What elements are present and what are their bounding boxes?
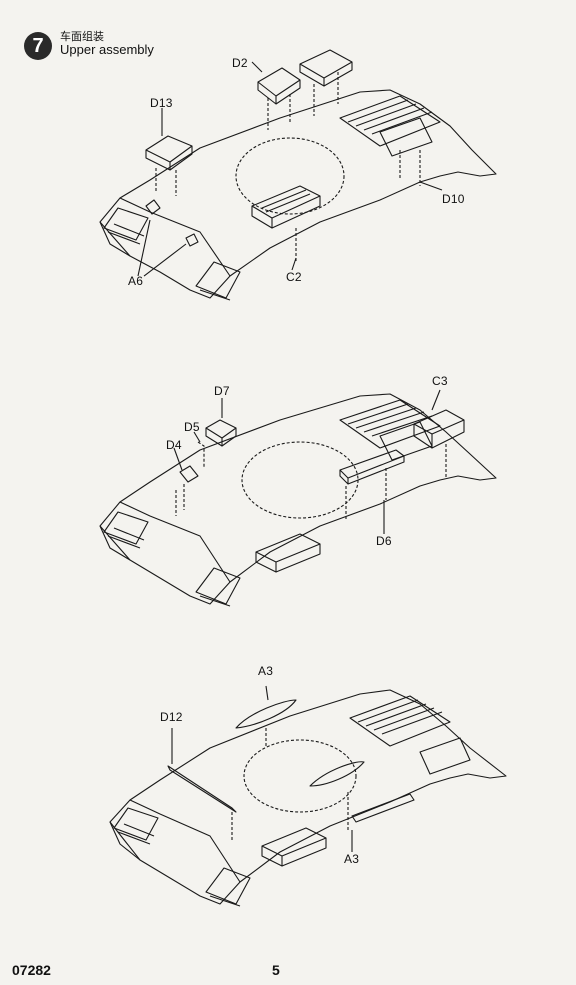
part-C2	[251, 185, 321, 262]
callout-d12: D12	[160, 710, 183, 724]
callout-a6: A6	[128, 274, 144, 288]
hull-storage-box-2	[255, 533, 321, 573]
step-title-english: Upper assembly	[60, 42, 154, 57]
part-D12	[167, 765, 237, 842]
page-number: 5	[272, 962, 280, 978]
hull-diagram-1	[99, 49, 497, 301]
callout-d4: D4	[166, 438, 182, 452]
part-A6	[145, 199, 199, 247]
part-D4	[175, 465, 199, 516]
part-D5	[197, 441, 205, 468]
callout-d7: D7	[214, 384, 230, 398]
step-title-chinese: 车面组装	[60, 31, 104, 43]
part-D13	[145, 135, 193, 196]
hull-front-slope-1	[99, 197, 231, 277]
turret-ring-2	[241, 441, 359, 519]
leader-C2	[291, 257, 297, 271]
engine-grille-3	[349, 695, 471, 775]
hull-outline-1	[99, 89, 497, 299]
leader-A3-upper	[265, 685, 269, 701]
turret-ring-3	[243, 739, 357, 813]
callout-a3-bottom: A3	[344, 852, 360, 866]
callout-d13: D13	[150, 96, 173, 110]
hull-outline-2	[99, 393, 497, 605]
step-number-badge: 7	[24, 32, 52, 60]
callout-d10: D10	[442, 192, 465, 206]
part-D2	[257, 49, 353, 130]
hull-side-rail-3	[351, 793, 415, 823]
hull-storage-box-3	[261, 827, 327, 867]
callout-c3: C3	[432, 374, 448, 388]
part-A3-lower	[309, 761, 365, 830]
leader-C3	[431, 389, 441, 411]
hull-front-slope-2	[99, 501, 231, 583]
kit-number: 07282	[12, 962, 51, 978]
leader-D10	[419, 181, 443, 191]
leader-D2	[251, 61, 263, 73]
hull-front-slope-3	[109, 799, 241, 883]
callout-d2: D2	[232, 56, 248, 70]
track-fender-2	[103, 511, 241, 607]
leader-D5	[193, 431, 201, 443]
part-A3-upper	[235, 699, 297, 746]
part-C3	[413, 409, 465, 478]
hull-diagram-2	[99, 389, 497, 607]
turret-ring-1	[235, 137, 345, 215]
engine-grille-1	[339, 95, 441, 157]
callout-d5: D5	[184, 420, 200, 434]
track-fender-3	[113, 807, 251, 907]
part-D6	[339, 449, 405, 520]
callout-d6: D6	[376, 534, 392, 548]
part-D7	[205, 419, 237, 447]
leader-D4	[173, 447, 183, 471]
callout-c2: C2	[286, 270, 302, 284]
track-fender-1	[103, 207, 241, 301]
leader-A6	[137, 219, 187, 277]
callout-a3-top: A3	[258, 664, 274, 678]
hull-diagram-3	[109, 685, 507, 907]
hull-outline-3	[109, 689, 507, 905]
